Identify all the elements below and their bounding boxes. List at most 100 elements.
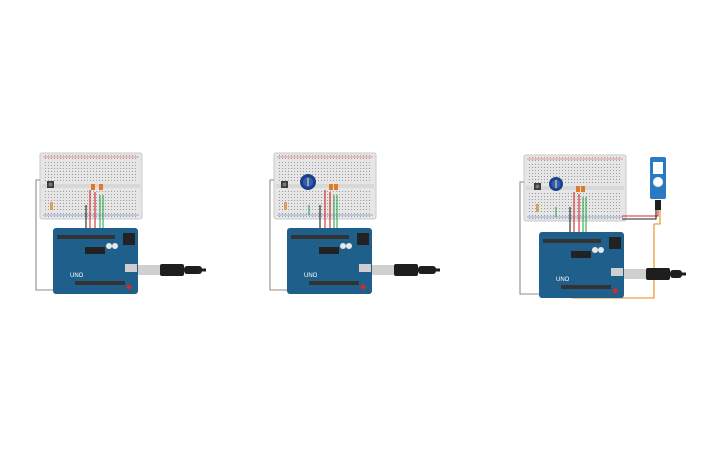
breadboard-hole: [336, 165, 337, 166]
breadboard-hole: [601, 193, 602, 194]
breadboard-hole: [132, 168, 133, 169]
breadboard-hole: [547, 173, 548, 174]
circuit-3[interactable]: UNO: [519, 154, 686, 299]
led[interactable]: [576, 186, 585, 192]
breadboard-hole: [616, 205, 617, 206]
potentiometer[interactable]: [549, 177, 563, 191]
breadboard-hole: [556, 218, 557, 219]
usb-cable[interactable]: [138, 264, 206, 276]
breadboard-hole: [342, 165, 343, 166]
breadboard-hole: [66, 171, 67, 172]
breadboard-hole: [117, 194, 118, 195]
pushbutton[interactable]: [47, 181, 54, 188]
breadboard-hole: [81, 174, 82, 175]
breadboard-hole: [589, 215, 590, 216]
breadboard-hole: [595, 193, 596, 194]
servo-motor[interactable]: [650, 157, 666, 210]
resistor[interactable]: [50, 202, 53, 210]
breadboard-hole: [66, 194, 67, 195]
breadboard-hole: [135, 209, 136, 210]
breadboard-hole: [535, 205, 536, 206]
breadboard-hole: [550, 193, 551, 194]
potentiometer[interactable]: [300, 174, 316, 190]
breadboard-hole: [577, 215, 578, 216]
breadboard-hole: [84, 155, 85, 156]
breadboard-hole: [300, 197, 301, 198]
breadboard-hole: [577, 202, 578, 203]
breadboard-hole: [123, 203, 124, 204]
breadboard-hole: [87, 177, 88, 178]
breadboard-hole: [87, 191, 88, 192]
breadboard-hole: [568, 215, 569, 216]
breadboard-hole: [285, 162, 286, 163]
breadboard-hole: [360, 213, 361, 214]
pushbutton[interactable]: [534, 183, 541, 190]
usb-cable[interactable]: [624, 268, 686, 280]
breadboard-hole: [348, 155, 349, 156]
breadboard-hole: [529, 196, 530, 197]
breadboard-hole: [619, 202, 620, 203]
resistor[interactable]: [536, 204, 539, 212]
breadboard-hole: [63, 155, 64, 156]
breadboard-hole: [114, 216, 115, 217]
breadboard-hole: [589, 199, 590, 200]
breadboard-hole: [354, 155, 355, 156]
breadboard-hole: [117, 162, 118, 163]
breadboard-hole: [315, 158, 316, 159]
breadboard-hole: [547, 170, 548, 171]
breadboard-hole: [63, 213, 64, 214]
breadboard-hole: [544, 208, 545, 209]
breadboard-hole: [300, 209, 301, 210]
circuit-2[interactable]: UNO: [269, 152, 440, 294]
breadboard-hole: [75, 158, 76, 159]
breadboard-hole: [553, 218, 554, 219]
breadboard-hole: [369, 203, 370, 204]
led[interactable]: [91, 184, 103, 190]
breadboard-hole: [592, 179, 593, 180]
breadboard-hole: [54, 203, 55, 204]
breadboard-hole: [357, 203, 358, 204]
breadboard-hole: [291, 162, 292, 163]
breadboard-hole: [327, 177, 328, 178]
breadboard-hole: [616, 157, 617, 158]
breadboard-hole: [102, 158, 103, 159]
breadboard-hole: [535, 173, 536, 174]
breadboard-hole: [562, 205, 563, 206]
breadboard-hole: [57, 209, 58, 210]
breadboard-hole: [108, 171, 109, 172]
breadboard-hole: [102, 174, 103, 175]
breadboard-hole: [577, 218, 578, 219]
breadboard-hole: [613, 218, 614, 219]
arduino-uno[interactable]: UNO: [539, 232, 624, 298]
breadboard-hole: [357, 155, 358, 156]
breadboard-hole: [120, 162, 121, 163]
breadboard[interactable]: [523, 154, 627, 222]
breadboard-hole: [583, 167, 584, 168]
breadboard-hole: [69, 200, 70, 201]
breadboard-hole: [598, 164, 599, 165]
pushbutton[interactable]: [281, 181, 288, 188]
breadboard-hole: [532, 205, 533, 206]
breadboard-hole: [604, 199, 605, 200]
breadboard-hole: [75, 209, 76, 210]
breadboard-hole: [126, 191, 127, 192]
breadboard-hole: [60, 155, 61, 156]
breadboard-hole: [595, 205, 596, 206]
breadboard-hole: [117, 177, 118, 178]
breadboard-hole: [354, 194, 355, 195]
arduino-uno[interactable]: UNO: [53, 228, 138, 294]
breadboard-hole: [529, 173, 530, 174]
breadboard-hole: [57, 216, 58, 217]
arduino-uno[interactable]: UNO: [287, 228, 372, 294]
breadboard-hole: [360, 158, 361, 159]
resistor[interactable]: [284, 202, 287, 210]
breadboard-hole: [583, 173, 584, 174]
breadboard-hole: [544, 173, 545, 174]
breadboard-hole: [330, 171, 331, 172]
usb-cable[interactable]: [372, 264, 440, 276]
circuit-1[interactable]: UNO: [35, 152, 206, 294]
led[interactable]: [329, 184, 338, 190]
breadboard-hole: [571, 193, 572, 194]
breadboard-hole: [48, 197, 49, 198]
